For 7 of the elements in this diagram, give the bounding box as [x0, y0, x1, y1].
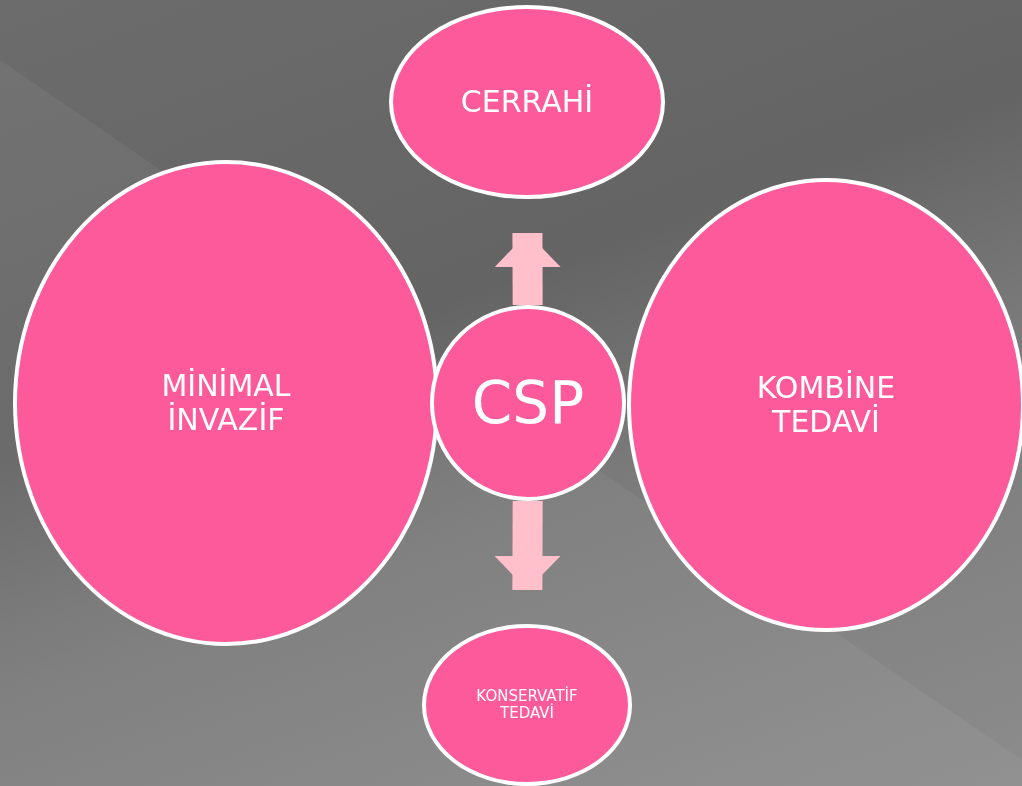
- node-label: CERRAHİ: [460, 84, 594, 120]
- node-label: CSP: [471, 369, 585, 437]
- node-label: MİNİMAL İNVAZİF: [160, 368, 292, 438]
- node-label: KONSERVATİF TEDAVİ: [475, 687, 579, 723]
- block-arrow: [494, 501, 561, 591]
- node-label: KOMBİNE TEDAVİ: [755, 370, 897, 440]
- block-arrow: [494, 232, 561, 306]
